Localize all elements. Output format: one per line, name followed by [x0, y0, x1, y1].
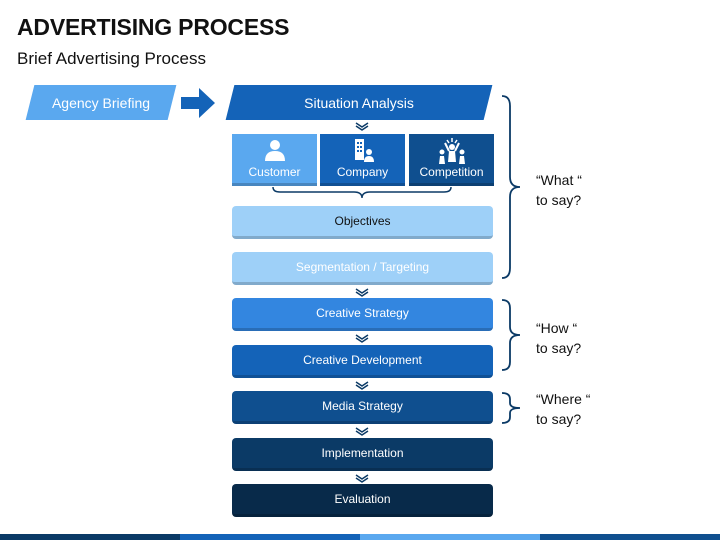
slide-title: ADVERTISING PROCESS [17, 14, 290, 40]
arrow-right-icon [181, 88, 215, 118]
step-creative-development: Creative Development [232, 345, 493, 378]
tile-company: Company [320, 134, 405, 186]
slide-subtitle: Brief Advertising Process [17, 49, 206, 68]
competition-icon [438, 138, 465, 164]
chevron-down-icon [355, 288, 369, 297]
building-icon [354, 139, 374, 162]
tile-company-label: Company [336, 165, 389, 179]
note-where-line1: “Where “ [536, 391, 591, 407]
brace-where [501, 392, 521, 424]
brace-what [501, 95, 521, 279]
tile-customer-label: Customer [248, 165, 301, 179]
situation-analysis-box: Situation Analysis [225, 85, 493, 120]
person-icon [264, 140, 285, 161]
tiles-brace [272, 186, 452, 199]
step-implementation: Implementation [232, 438, 493, 471]
tile-competition-label: Competition [419, 165, 484, 179]
step-evaluation: Evaluation [232, 484, 493, 517]
footer-bar [0, 534, 720, 540]
note-what-line2: to say? [536, 192, 582, 208]
chevron-down-icon [355, 427, 369, 436]
tile-customer: Customer [232, 134, 317, 186]
note-what-line1: “What “ [536, 172, 582, 188]
brace-how [501, 299, 521, 371]
step-objectives: Objectives [232, 206, 493, 239]
chevron-down-icon [355, 474, 369, 483]
chevron-down-icon [355, 122, 369, 131]
note-what: “What “ to say? [536, 170, 582, 210]
situation-analysis-label: Situation Analysis [304, 94, 414, 111]
chevron-down-icon [355, 334, 369, 343]
note-where-line2: to say? [536, 411, 582, 427]
note-how-line1: “How “ [536, 320, 578, 336]
note-where: “Where “ to say? [536, 389, 590, 429]
agency-briefing-label: Agency Briefing [51, 94, 151, 111]
step-media-strategy: Media Strategy [232, 391, 493, 424]
tile-competition: Competition [409, 134, 494, 186]
chevron-down-icon [355, 381, 369, 390]
agency-briefing-box: Agency Briefing [25, 85, 177, 120]
step-creative-strategy: Creative Strategy [232, 298, 493, 331]
step-segmentation-targeting: Segmentation / Targeting [232, 252, 493, 285]
note-how-line2: to say? [536, 340, 582, 356]
note-how: “How “ to say? [536, 318, 581, 358]
